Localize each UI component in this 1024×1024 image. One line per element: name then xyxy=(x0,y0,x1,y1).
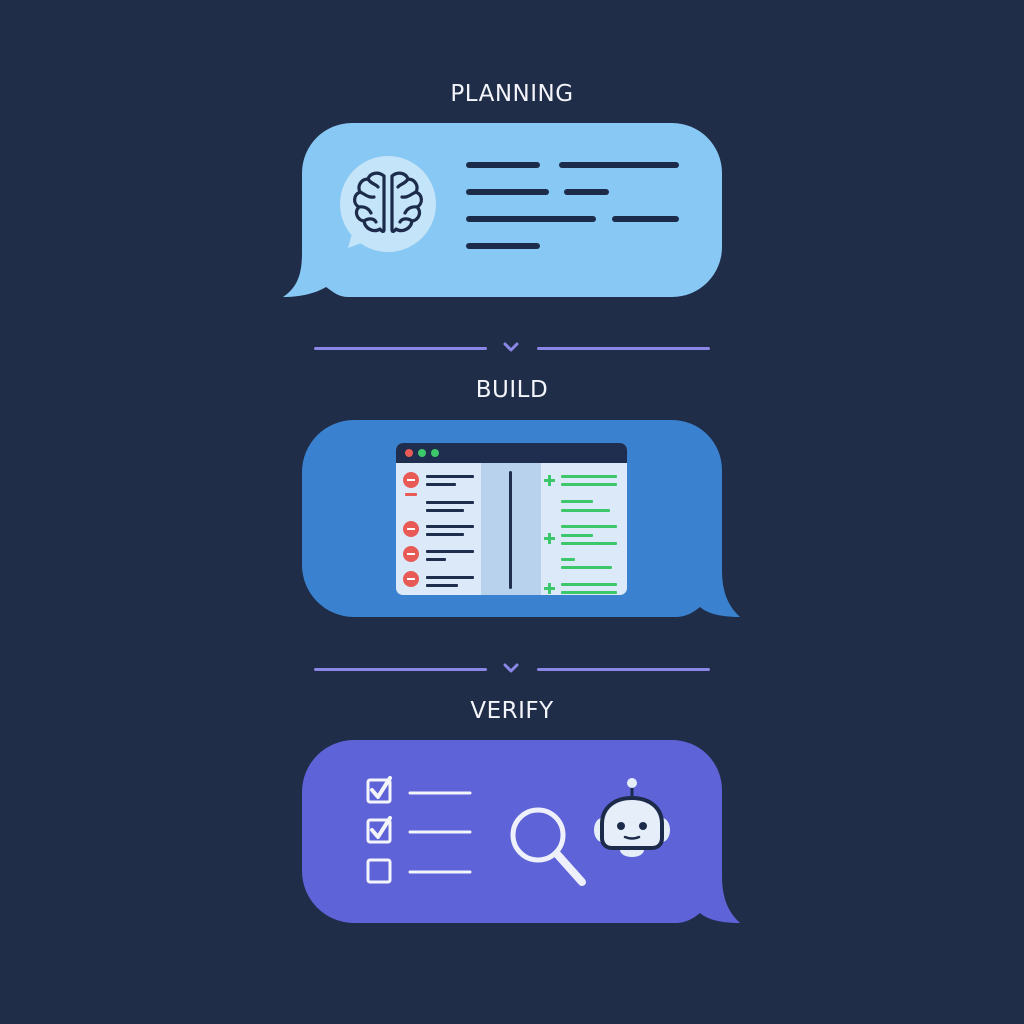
search-icon xyxy=(510,807,586,886)
stage-title-verify: VERIFY xyxy=(470,698,554,724)
brain-icon xyxy=(340,156,436,252)
maximize-dot-icon xyxy=(431,449,439,457)
text-line xyxy=(564,189,609,195)
chevron-down-icon xyxy=(503,342,519,352)
text-line xyxy=(466,162,540,168)
build-bubble xyxy=(302,420,740,617)
text-line xyxy=(466,189,549,195)
planning-bubble xyxy=(283,123,722,297)
verify-bubble xyxy=(302,740,740,923)
window-titlebar xyxy=(396,443,627,463)
stage-divider xyxy=(314,339,710,359)
stage-title-planning: PLANNING xyxy=(450,81,574,107)
stage-title-build: BUILD xyxy=(475,377,549,403)
text-line xyxy=(559,162,679,168)
stage-divider xyxy=(314,660,710,680)
added-lines xyxy=(544,475,617,594)
close-dot-icon xyxy=(405,449,413,457)
text-line xyxy=(466,216,596,222)
chevron-down-icon xyxy=(503,663,519,673)
robot-icon xyxy=(594,778,670,857)
diff-window xyxy=(396,443,627,595)
text-line xyxy=(466,243,540,249)
diff-separator xyxy=(509,471,512,589)
text-line xyxy=(612,216,679,222)
checklist-icon xyxy=(366,776,472,884)
removed-lines xyxy=(403,472,474,587)
minimize-dot-icon xyxy=(418,449,426,457)
